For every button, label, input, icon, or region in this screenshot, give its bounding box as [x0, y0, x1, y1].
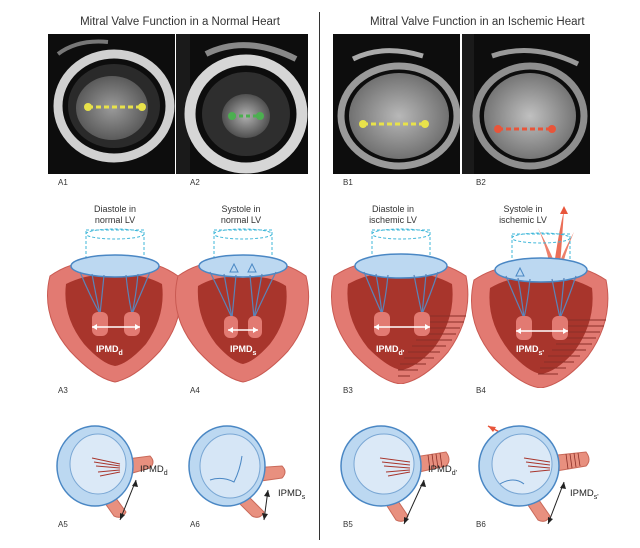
ipmd-label-a5: IPMDd: [140, 464, 168, 477]
mri-image-a1: [48, 34, 175, 174]
valve-illustration-b5: [340, 425, 450, 525]
ipmd-label-a6: IPMDs: [278, 488, 306, 501]
caption-b4: Systole in ischemic LV: [478, 204, 568, 226]
caption-a4-line1: Systole in: [221, 204, 261, 214]
panel-label-b1: B1: [343, 178, 353, 187]
ipmd-label-a3: IPMDd: [96, 344, 123, 357]
mri-image-a2: [176, 34, 308, 174]
ipmd-label-b5: IPMDd': [428, 464, 457, 477]
left-column-title: Mitral Valve Function in a Normal Heart: [80, 16, 280, 28]
mri-image-b2: [462, 34, 590, 174]
ipmd-label-b6: IPMDs': [570, 488, 599, 501]
ipmd-label-a4: IPMDs: [230, 344, 257, 357]
caption-a3: Diastole in normal LV: [70, 204, 160, 226]
ipmd-label-b3: IPMDd': [376, 344, 405, 357]
panel-label-a4: A4: [190, 386, 200, 395]
panel-label-b2: B2: [476, 178, 486, 187]
panel-label-a3: A3: [58, 386, 68, 395]
heart-illustration-b4: [471, 206, 609, 388]
caption-a4: Systole in normal LV: [196, 204, 286, 226]
panel-label-b3: B3: [343, 386, 353, 395]
heart-illustration-a4: [175, 228, 310, 383]
panel-label-a6: A6: [190, 520, 200, 529]
panel-label-b5: B5: [343, 520, 353, 529]
valve-illustration-b6: [478, 425, 590, 525]
caption-a3-line1: Diastole in: [93, 204, 137, 214]
caption-b4-line1: Systole in: [503, 204, 543, 214]
panel-label-b4: B4: [476, 386, 486, 395]
mri-image-b1: [333, 34, 460, 174]
caption-b3-line2: ischemic LV: [369, 215, 417, 225]
caption-b3-line1: Diastole in: [371, 204, 415, 214]
panel-label-b6: B6: [476, 520, 486, 529]
panel-label-a2: A2: [190, 178, 200, 187]
heart-illustration-a3: [47, 228, 182, 383]
panel-label-a5: A5: [58, 520, 68, 529]
column-divider: [319, 12, 320, 540]
valve-illustration-a5: [56, 425, 154, 521]
caption-a3-line2: normal LV: [94, 215, 136, 225]
ipmd-label-b4: IPMDs': [516, 344, 545, 357]
heart-illustration-b3: [331, 228, 469, 384]
caption-b4-line2: ischemic LV: [499, 215, 547, 225]
valve-illustration-a6: [188, 425, 286, 521]
right-column-title: Mitral Valve Function in an Ischemic Hea…: [370, 16, 585, 28]
caption-a4-line2: normal LV: [220, 215, 262, 225]
caption-b3: Diastole in ischemic LV: [348, 204, 438, 226]
panel-label-a1: A1: [58, 178, 68, 187]
